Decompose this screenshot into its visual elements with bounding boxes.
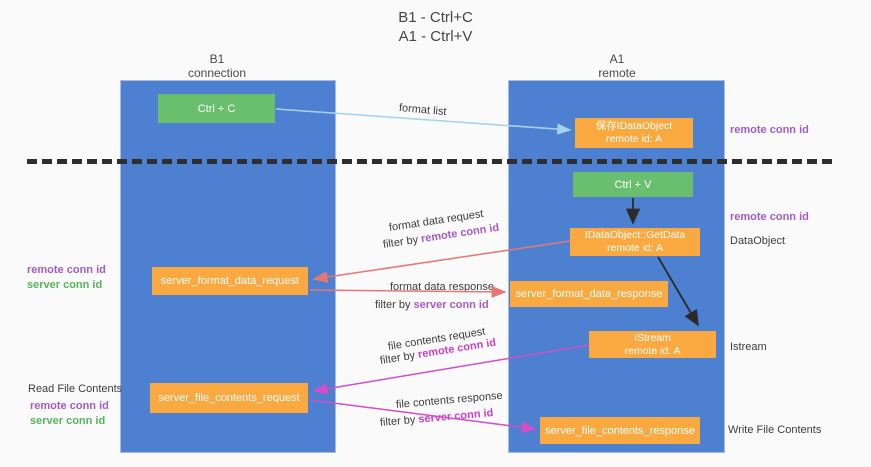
node-ctrl-c-label: Ctrl + C bbox=[197, 102, 236, 115]
left-column-name: B1 bbox=[209, 52, 225, 66]
filter-prefix: filter by bbox=[375, 299, 414, 311]
node-server-format-data-response: server_format_data_response bbox=[510, 281, 668, 307]
right-column-name: A1 bbox=[609, 52, 625, 66]
node-istream-line1: IStream bbox=[634, 331, 671, 344]
left-server-conn-id-bottom: server conn id bbox=[30, 415, 106, 427]
node-server-format-data-response-label: server_format_data_response bbox=[515, 288, 663, 300]
node-istream: IStream remote id: A bbox=[589, 331, 716, 358]
format-list-label: format list bbox=[398, 102, 448, 119]
node-server-file-contents-response-label: server_file_contents_response bbox=[545, 424, 695, 437]
title-line-2: A1 - Ctrl+V bbox=[398, 28, 473, 45]
right-column-header: A1 remote bbox=[560, 52, 674, 80]
istream-side-label: Istream bbox=[730, 341, 767, 353]
filter-prefix: filter by bbox=[382, 233, 422, 251]
diagram-title: B1 - Ctrl+C A1 - Ctrl+V bbox=[0, 8, 871, 46]
node-getdata-line1: IDataObject::GetData bbox=[584, 229, 686, 241]
filter-by-server-conn-id-label-1: filter by server conn id bbox=[375, 299, 489, 311]
write-file-contents-label: Write File Contents bbox=[728, 424, 822, 436]
format-data-response-label: format data response bbox=[390, 281, 494, 293]
filter-server-conn-id: server conn id bbox=[413, 299, 489, 311]
filter-prefix: filter by bbox=[379, 413, 419, 429]
node-server-file-contents-request-label: server_file_contents_request bbox=[158, 392, 300, 404]
node-ctrl-c: Ctrl + C bbox=[158, 94, 275, 123]
filter-prefix: filter by bbox=[379, 349, 419, 367]
title-line-1: B1 - Ctrl+C bbox=[398, 9, 473, 26]
dataobject-label: DataObject bbox=[730, 235, 786, 247]
right-remote-conn-id-top: remote conn id bbox=[730, 124, 809, 136]
left-remote-conn-id-top: remote conn id bbox=[27, 264, 106, 276]
node-istream-line2: remote id: A bbox=[624, 344, 681, 357]
node-save-idataobject-line2: remote id: A bbox=[605, 133, 662, 145]
left-column-header: B1 connection bbox=[160, 52, 274, 80]
right-column-role: remote bbox=[598, 66, 636, 80]
dashed-separator bbox=[27, 159, 832, 164]
node-ctrl-v: Ctrl + V bbox=[573, 172, 693, 197]
node-server-file-contents-response: server_file_contents_response bbox=[540, 417, 700, 444]
node-ctrl-v-label: Ctrl + V bbox=[614, 178, 652, 191]
node-getdata-line2: remote id: A bbox=[606, 242, 663, 254]
node-server-file-contents-request: server_file_contents_request bbox=[150, 383, 308, 413]
left-remote-conn-id-bottom: remote conn id bbox=[30, 400, 109, 412]
left-server-conn-id-top: server conn id bbox=[27, 279, 103, 291]
right-remote-conn-id-bottom: remote conn id bbox=[730, 211, 809, 223]
filter-server-conn-id-2: server conn id bbox=[417, 407, 494, 426]
node-server-format-data-request: server_format_data_request bbox=[152, 267, 308, 295]
node-save-idataobject: 保存IDataObject remote id: A bbox=[575, 118, 693, 148]
left-column-role: connection bbox=[187, 66, 247, 80]
node-server-format-data-request-label: server_format_data_request bbox=[160, 275, 300, 287]
node-save-idataobject-line1: 保存IDataObject bbox=[595, 120, 673, 132]
read-file-contents-label: Read File Contents bbox=[28, 383, 123, 395]
node-getdata: IDataObject::GetData remote id: A bbox=[570, 228, 700, 256]
